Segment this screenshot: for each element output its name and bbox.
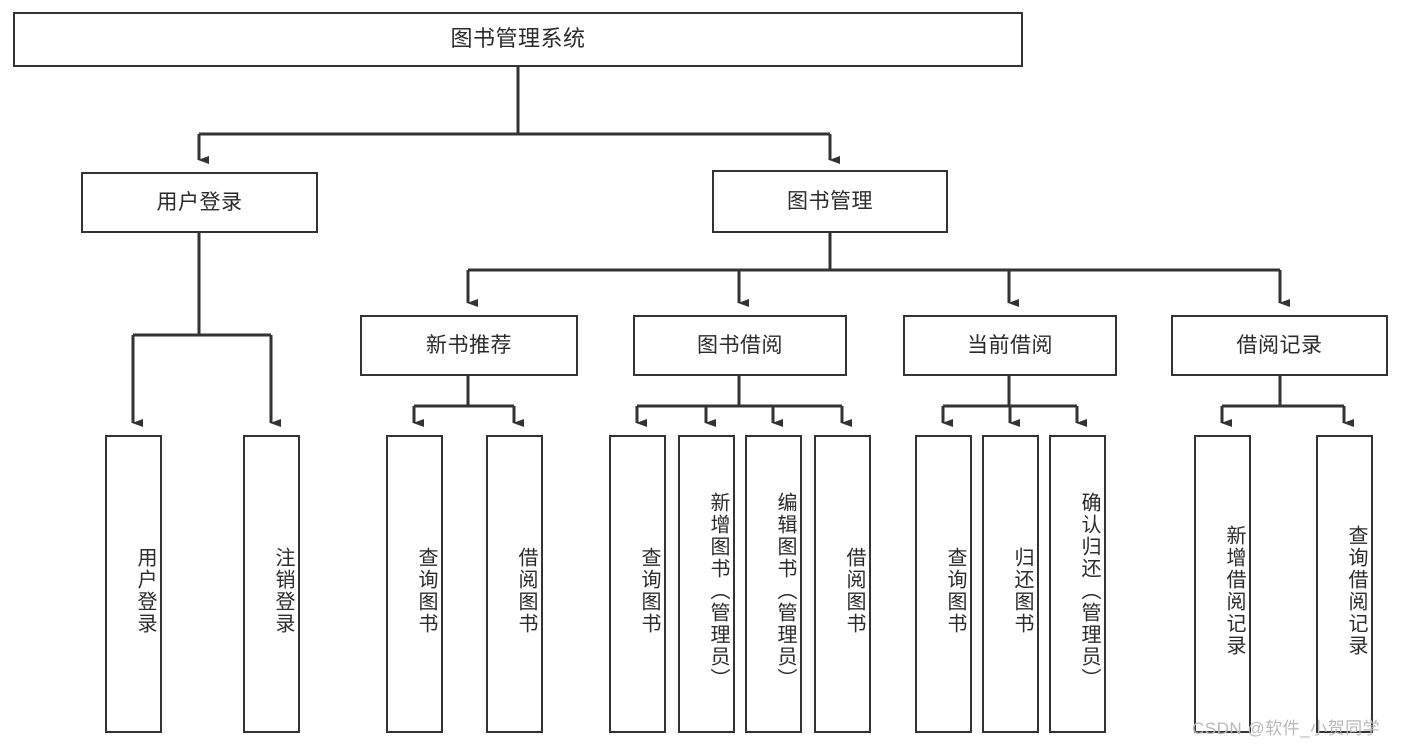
node-user-login[interactable]: 用户登录 <box>81 172 318 233</box>
leaf-add-record[interactable]: 新增借阅记录 <box>1194 435 1251 733</box>
leaf-user-login[interactable]: 用户登录 <box>105 435 162 733</box>
leaf-logout[interactable]: 注销登录 <box>243 435 300 733</box>
node-new-book-recommend[interactable]: 新书推荐 <box>360 315 578 376</box>
leaf-borrow-book-1[interactable]: 借阅图书 <box>486 435 543 733</box>
leaf-add-book[interactable]: 新增图书（管理员） <box>678 435 735 733</box>
leaf-query-book-2[interactable]: 查询图书 <box>609 435 666 733</box>
leaf-confirm-return[interactable]: 确认归还（管理员） <box>1049 435 1106 733</box>
node-borrow-record[interactable]: 借阅记录 <box>1171 315 1388 376</box>
leaf-borrow-book-2[interactable]: 借阅图书 <box>814 435 871 733</box>
leaf-query-record[interactable]: 查询借阅记录 <box>1316 435 1373 733</box>
csdn-watermark: CSDN @软件_小贺同学 <box>1192 719 1381 738</box>
node-book-borrow[interactable]: 图书借阅 <box>633 315 847 376</box>
leaf-query-book-1[interactable]: 查询图书 <box>386 435 443 733</box>
node-root[interactable]: 图书管理系统 <box>13 12 1023 67</box>
leaf-edit-book[interactable]: 编辑图书（管理员） <box>745 435 802 733</box>
node-book-manage[interactable]: 图书管理 <box>712 170 948 233</box>
node-current-borrow[interactable]: 当前借阅 <box>903 315 1117 376</box>
leaf-query-book-3[interactable]: 查询图书 <box>915 435 972 733</box>
leaf-return-book[interactable]: 归还图书 <box>982 435 1039 733</box>
